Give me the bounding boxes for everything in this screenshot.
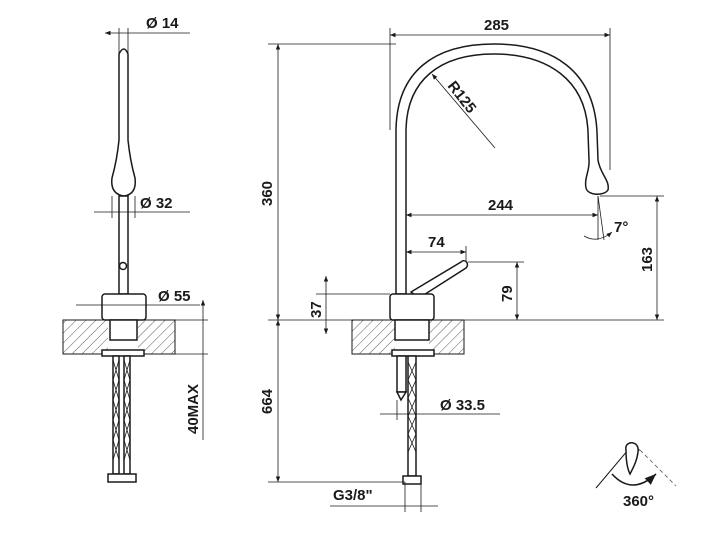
label-lever-diameter: Ø 32 (140, 195, 173, 212)
label-outlet-angle: 7° (614, 219, 628, 236)
swivel-rotation-icon: 360° (595, 442, 677, 510)
label-mount-max: 40MAX (185, 384, 202, 434)
label-shank-diameter: Ø 33.5 (440, 397, 485, 414)
front-lever (409, 259, 469, 299)
front-spout (395, 43, 609, 295)
label-body-height: 360 (259, 181, 276, 206)
side-view: Ø 14 Ø 32 Ø 55 40MAX (62, 15, 208, 483)
label-spout-reach: 285 (484, 17, 509, 34)
label-swivel-rotation: 360° (623, 493, 654, 510)
side-stem (118, 195, 129, 295)
side-spout (111, 48, 137, 197)
label-lever-reach: 74 (428, 234, 445, 251)
side-base (101, 293, 147, 321)
front-view: 285 R125 360 244 7° 163 74 79 37 (259, 17, 664, 512)
label-base-height: 37 (308, 301, 325, 318)
label-base-diameter: Ø 55 (158, 288, 191, 305)
label-outlet-reach: 244 (488, 197, 514, 214)
label-outlet-height: 163 (639, 247, 656, 272)
label-below-deck-length: 664 (259, 388, 276, 414)
label-spout-diameter: Ø 14 (146, 15, 179, 32)
label-spout-radius: R125 (444, 78, 479, 117)
front-base (389, 293, 435, 321)
label-connection-thread: G3/8" (333, 487, 373, 504)
side-hoses (107, 355, 137, 483)
label-lever-height: 79 (499, 285, 516, 302)
